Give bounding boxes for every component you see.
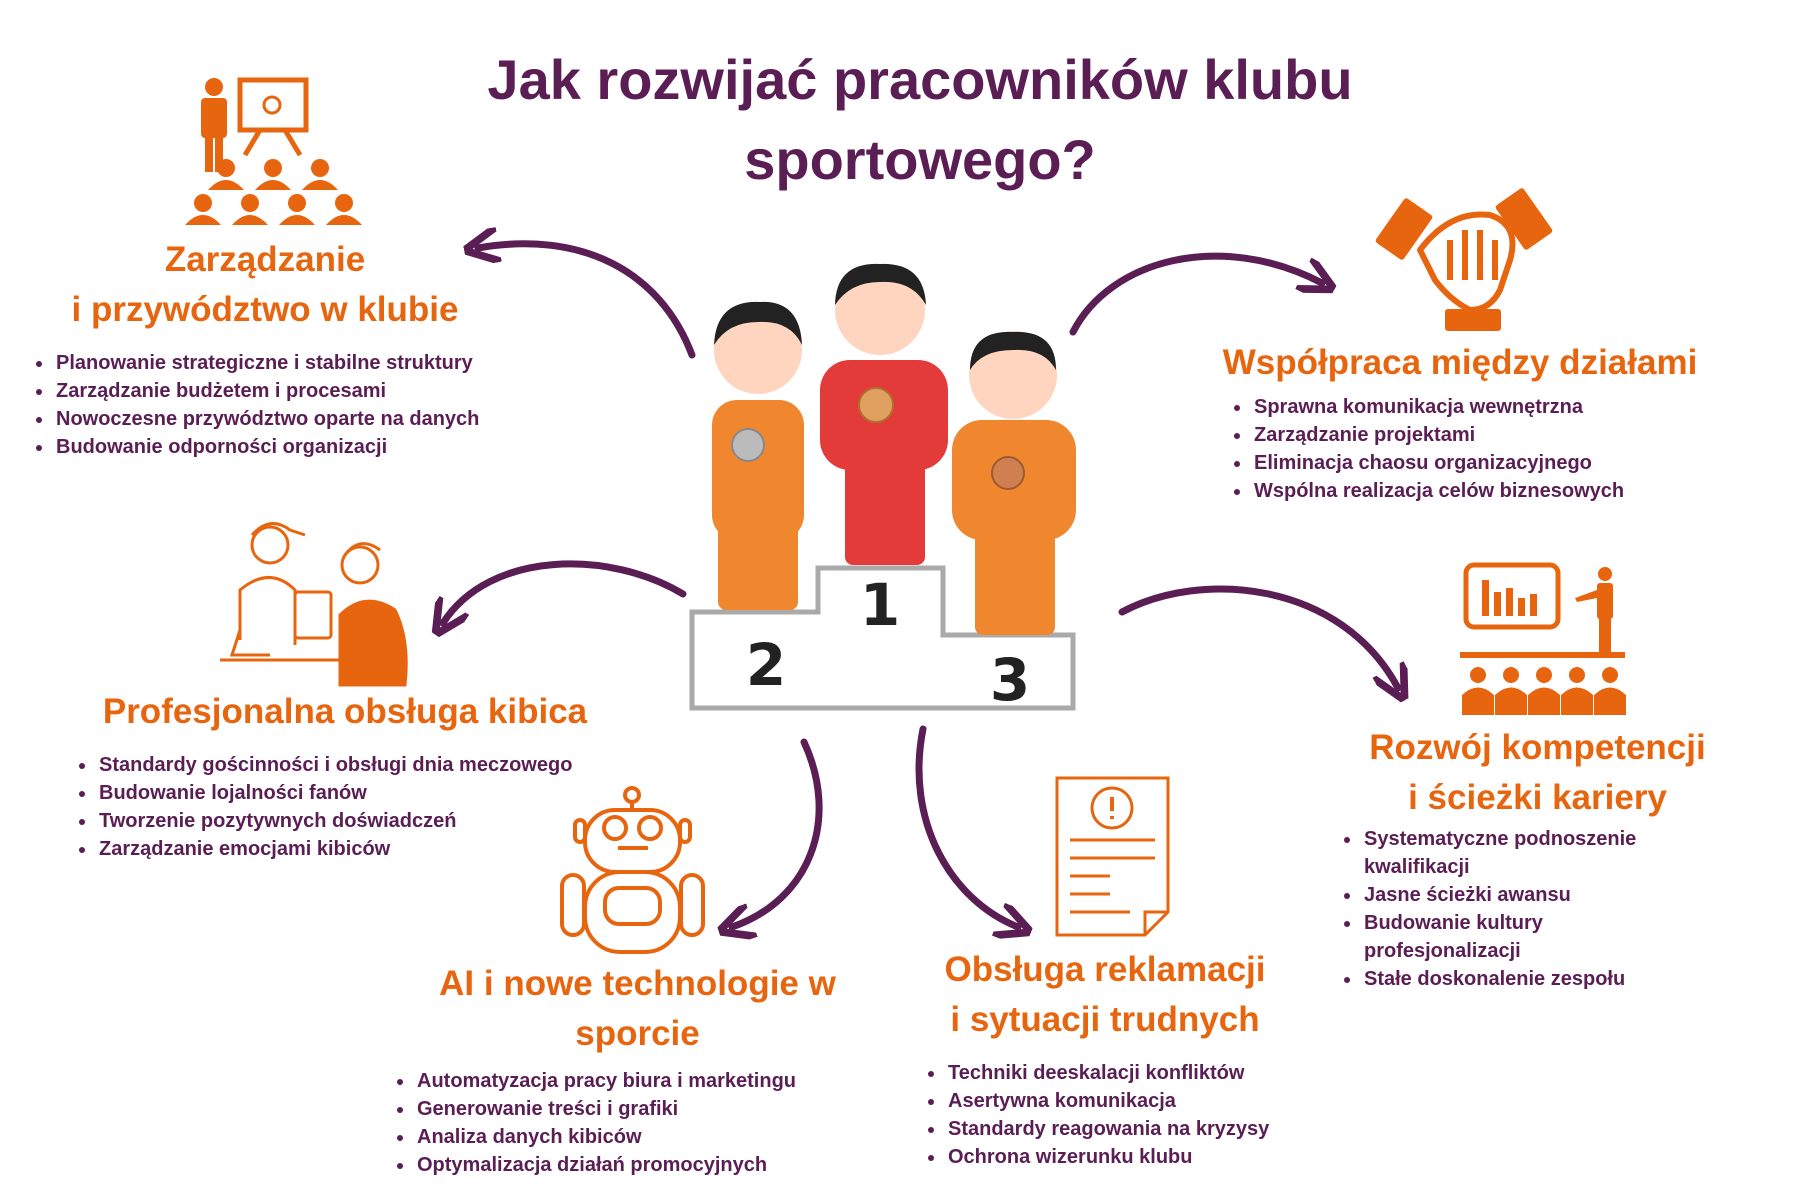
list-item: Stałe doskonalenie zespołu bbox=[1362, 965, 1682, 993]
list-item: Optymalizacja działań promocyjnych bbox=[415, 1151, 875, 1179]
list-item: Budowanie lojalności fanów bbox=[97, 779, 657, 807]
list-item: Budowanie kultury profesjonalizacji bbox=[1362, 909, 1682, 965]
list-item: Zarządzanie emocjami kibiców bbox=[97, 835, 657, 863]
section-title-fan-service: Profesjonalna obsługa kibica bbox=[60, 687, 630, 737]
list-item: Planowanie strategiczne i stabilne struk… bbox=[54, 349, 574, 377]
athlete-silver bbox=[712, 301, 804, 610]
list-item: Systematyczne podnoszenie kwalifikacji bbox=[1362, 825, 1682, 881]
section-title-line: i przywództwo w klubie bbox=[71, 290, 459, 329]
podium-illustration: 1 2 3 bbox=[689, 263, 1076, 714]
document-warning-icon bbox=[1055, 776, 1170, 937]
arrow-to-career bbox=[1118, 585, 1398, 688]
robot-icon bbox=[560, 786, 705, 954]
section-title-complaints: Obsługa reklamacji i sytuacji trudnych bbox=[880, 945, 1330, 1045]
athlete-gold bbox=[820, 263, 948, 565]
section-title-cooperation: Współpraca między działami bbox=[1180, 338, 1740, 388]
podium-place-2: 2 bbox=[746, 631, 786, 699]
podium-place-3: 3 bbox=[990, 646, 1030, 714]
section-title-line: sporcie bbox=[575, 1014, 700, 1053]
list-item: Zarządzanie projektami bbox=[1252, 421, 1772, 449]
section-title-line: Profesjonalna obsługa kibica bbox=[102, 692, 588, 731]
page-title: Jak rozwijać pracowników klubu sportoweg… bbox=[300, 40, 1540, 200]
arrow-to-fan-service bbox=[443, 560, 687, 623]
customer-service-icon bbox=[220, 522, 408, 687]
list-item: Budowanie odporności organizacji bbox=[54, 433, 574, 461]
list-item: Automatyzacja pracy biura i marketingu bbox=[415, 1067, 875, 1095]
section-title-line: Współpraca między działami bbox=[1222, 343, 1698, 382]
section-title-management: Zarządzanie i przywództwo w klubie bbox=[30, 235, 500, 335]
list-item: Sprawna komunikacja wewnętrzna bbox=[1252, 393, 1772, 421]
section-title-line: AI i nowe technologie w bbox=[439, 964, 836, 1003]
page-title-line-2: sportowego? bbox=[744, 128, 1096, 191]
presentation-audience-icon bbox=[185, 77, 362, 225]
section-list-ai: Automatyzacja pracy biura i marketingu G… bbox=[393, 1067, 875, 1179]
list-item: Nowoczesne przywództwo oparte na danych bbox=[54, 405, 574, 433]
section-title-line: Rozwój kompetencji bbox=[1369, 728, 1706, 767]
section-title-career: Rozwój kompetencji i ścieżki kariery bbox=[1300, 723, 1775, 823]
arrow-to-cooperation bbox=[1069, 252, 1322, 336]
list-item: Ochrona wizerunku klubu bbox=[946, 1143, 1346, 1171]
athlete-bronze bbox=[952, 331, 1076, 635]
arrow-to-management bbox=[478, 244, 696, 359]
list-item: Generowanie treści i grafiki bbox=[415, 1095, 875, 1123]
list-item: Standardy gościnności i obsługi dnia mec… bbox=[97, 751, 657, 779]
section-title-ai: AI i nowe technologie w sporcie bbox=[400, 959, 875, 1059]
section-list-fan-service: Standardy gościnności i obsługi dnia mec… bbox=[75, 751, 657, 863]
list-item: Analiza danych kibiców bbox=[415, 1123, 875, 1151]
list-item: Eliminacja chaosu organizacyjnego bbox=[1252, 449, 1772, 477]
section-list-management: Planowanie strategiczne i stabilne struk… bbox=[32, 349, 574, 461]
section-list-complaints: Techniki deeskalacji konfliktów Asertywn… bbox=[924, 1059, 1346, 1171]
list-item: Asertywna komunikacja bbox=[946, 1087, 1346, 1115]
handshake-icon bbox=[1375, 188, 1553, 331]
section-list-career: Systematyczne podnoszenie kwalifikacji J… bbox=[1340, 825, 1682, 993]
chart-presentation-icon bbox=[1460, 562, 1626, 715]
list-item: Techniki deeskalacji konfliktów bbox=[946, 1059, 1346, 1087]
section-list-cooperation: Sprawna komunikacja wewnętrzna Zarządzan… bbox=[1230, 393, 1772, 505]
list-item: Zarządzanie budżetem i procesami bbox=[54, 377, 574, 405]
list-item: Standardy reagowania na kryzysy bbox=[946, 1115, 1346, 1143]
section-title-line: Obsługa reklamacji bbox=[944, 950, 1266, 989]
podium-place-1: 1 bbox=[860, 571, 900, 639]
arrow-to-ai bbox=[732, 738, 823, 927]
section-title-line: i ścieżki kariery bbox=[1408, 778, 1667, 817]
list-item: Wspólna realizacja celów biznesowych bbox=[1252, 477, 1772, 505]
list-item: Jasne ścieżki awansu bbox=[1362, 881, 1682, 909]
list-item: Tworzenie pozytywnych doświadczeń bbox=[97, 807, 657, 835]
section-title-line: Zarządzanie bbox=[164, 240, 366, 279]
arrow-to-complaints bbox=[915, 725, 1018, 927]
section-title-line: i sytuacji trudnych bbox=[950, 1000, 1260, 1039]
page-title-line-1: Jak rozwijać pracowników klubu bbox=[487, 48, 1353, 111]
